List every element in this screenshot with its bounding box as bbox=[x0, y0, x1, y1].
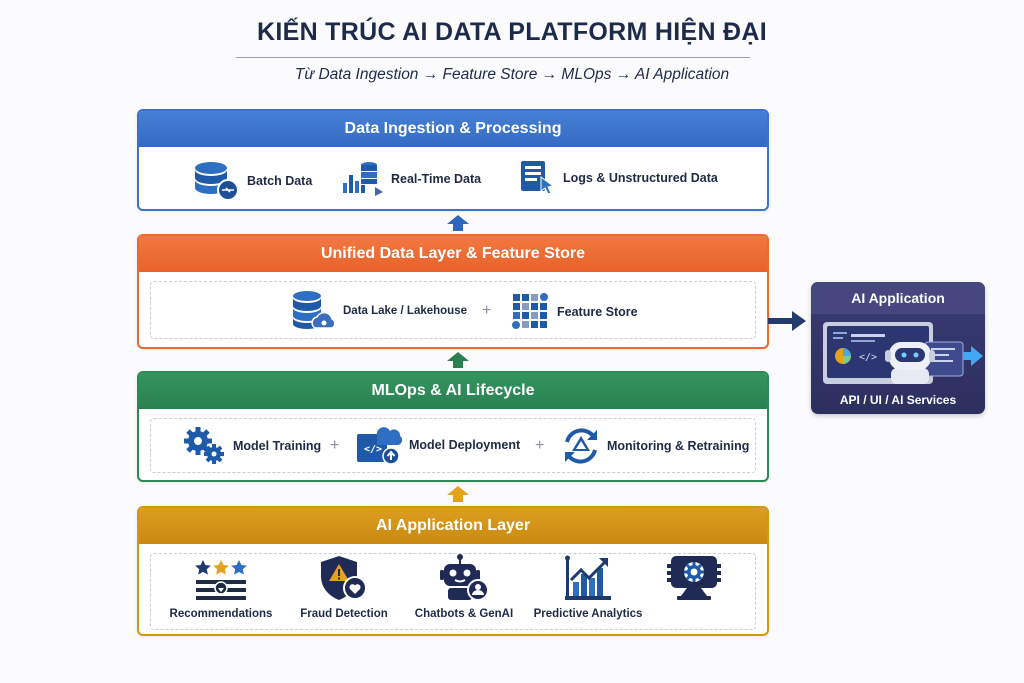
shield-warning-icon bbox=[321, 556, 367, 600]
ai-application-panel: AI Application </> API / UI / AI Service… bbox=[811, 282, 985, 414]
layer-mlops: MLOps & AI Lifecycle bbox=[137, 371, 769, 482]
right-arrow-icon bbox=[768, 311, 806, 331]
item-model-deployment: </> Model Deployment bbox=[355, 424, 520, 466]
item-real-time-data: Real-Time Data bbox=[341, 161, 481, 197]
item-label: Data Lake / Lakehouse bbox=[343, 305, 467, 317]
item-label: Monitoring & Retraining bbox=[607, 439, 750, 453]
monitor-gear-icon bbox=[667, 556, 721, 600]
code-cloud-upload-icon: </> bbox=[357, 427, 403, 465]
layer-unified-data: Unified Data Layer & Feature Store Data … bbox=[137, 234, 769, 349]
page-title: KIẾN TRÚC AI DATA PLATFORM HIỆN ĐẠI bbox=[257, 18, 767, 46]
item-label: Recommendations bbox=[169, 608, 273, 620]
refresh-cycle-icon bbox=[565, 428, 597, 464]
growth-chart-icon bbox=[565, 555, 611, 600]
item-predictive-analytics: Predictive Analytics bbox=[523, 554, 653, 620]
item-model-training: Model Training bbox=[183, 426, 321, 466]
up-arrow-icon bbox=[447, 486, 469, 502]
item-label: Model Training bbox=[233, 439, 322, 453]
up-arrow-icon bbox=[447, 215, 469, 231]
item-label: Real-Time Data bbox=[391, 172, 482, 186]
item-feature-store: Feature Store bbox=[511, 292, 638, 332]
layer-data-ingestion: Data Ingestion & Processing Batch Data bbox=[137, 109, 769, 211]
item-label: Logs & Unstructured Data bbox=[563, 171, 718, 185]
layer-inner-panel bbox=[150, 418, 756, 473]
gears-icon bbox=[184, 427, 224, 464]
title-divider bbox=[236, 57, 750, 58]
streaming-chart-icon bbox=[343, 162, 383, 196]
item-label: Fraud Detection bbox=[300, 608, 388, 620]
stars-list-icon bbox=[195, 560, 247, 600]
layer-header: AI Application Layer bbox=[139, 508, 767, 544]
item-label: Batch Data bbox=[247, 174, 313, 188]
svg-text:</>: </> bbox=[364, 444, 382, 455]
item-fraud-detection: Fraud Detection bbox=[279, 554, 409, 620]
plus-separator: + bbox=[535, 437, 545, 454]
item-monitoring-retraining: Monitoring & Retraining bbox=[561, 426, 749, 466]
item-label: Chatbots & GenAI bbox=[414, 608, 514, 620]
page-subtitle: Từ Data Ingestion → Feature Store → MLOp… bbox=[294, 66, 730, 83]
grid-matrix-icon bbox=[512, 293, 548, 329]
item-label: Feature Store bbox=[557, 305, 638, 319]
layer-header: MLOps & AI Lifecycle bbox=[139, 373, 767, 409]
svg-text:</>: </> bbox=[859, 352, 877, 363]
up-arrow-icon bbox=[447, 352, 469, 368]
app-dashboard-robot-icon: </> bbox=[823, 322, 983, 384]
item-monitor-gear bbox=[629, 554, 759, 608]
database-cloud-icon bbox=[293, 291, 336, 329]
item-chatbots-genai: Chatbots & GenAI bbox=[399, 554, 529, 620]
plus-separator: + bbox=[330, 437, 340, 454]
ai-application-footer: API / UI / AI Services bbox=[839, 393, 957, 407]
plus-separator: + bbox=[482, 302, 492, 319]
database-sync-icon bbox=[195, 162, 239, 201]
layer-header: Data Ingestion & Processing bbox=[139, 111, 767, 147]
item-batch-data: Batch Data bbox=[193, 161, 312, 201]
item-data-lake: Data Lake / Lakehouse bbox=[291, 290, 467, 332]
document-cursor-icon bbox=[521, 161, 555, 195]
ai-application-title: AI Application bbox=[811, 282, 985, 314]
layer-header: Unified Data Layer & Feature Store bbox=[139, 236, 767, 272]
robot-user-icon bbox=[440, 554, 489, 601]
item-recommendations: Recommendations bbox=[156, 558, 286, 620]
item-label: Predictive Analytics bbox=[533, 608, 643, 620]
item-label: Model Deployment bbox=[409, 438, 521, 452]
layer-inner-panel bbox=[150, 281, 756, 339]
layer-ai-application: AI Application Layer Recommendations bbox=[137, 506, 769, 636]
item-logs-unstructured: Logs & Unstructured Data bbox=[519, 159, 718, 197]
